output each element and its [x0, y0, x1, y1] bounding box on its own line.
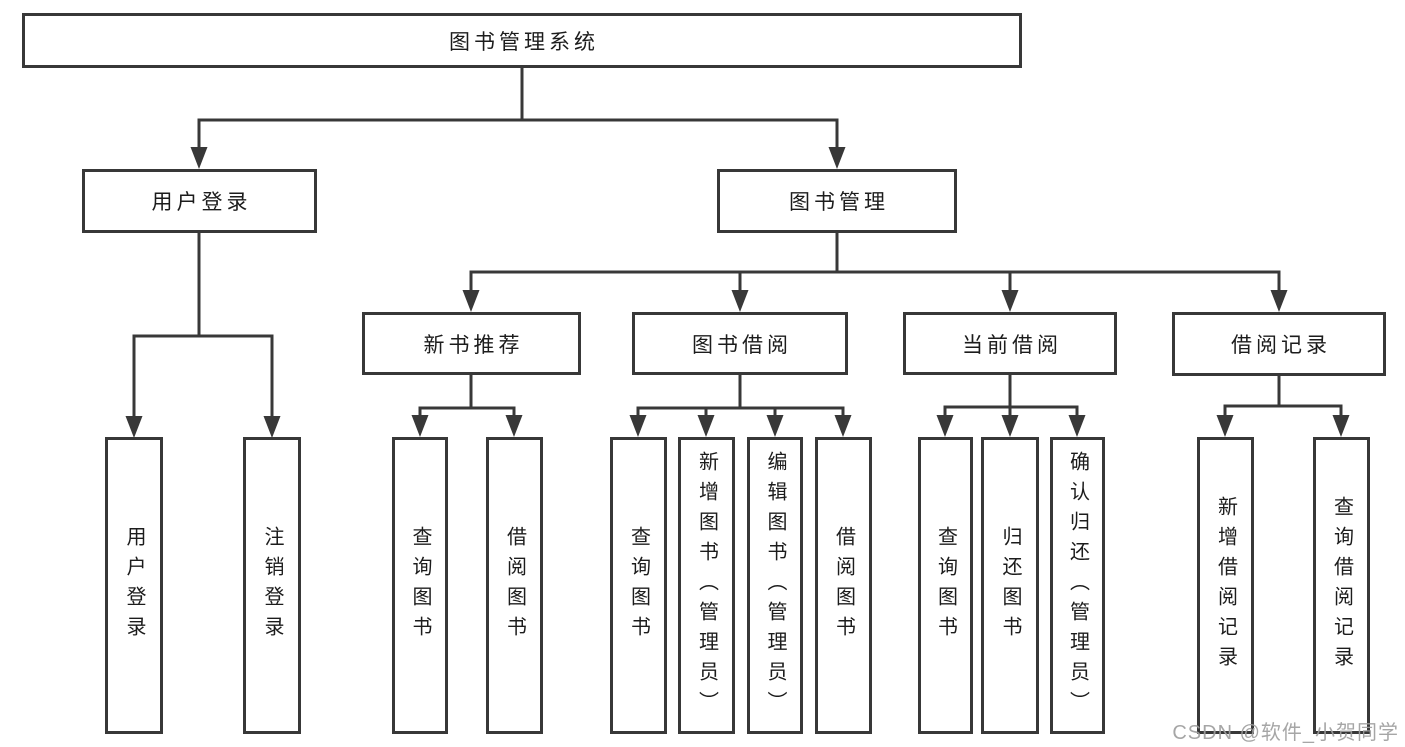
leaf-add-borrow-record-label: 新增借阅记录 [1214, 495, 1237, 676]
leaf-current-query-books: 查询图书 [918, 437, 973, 734]
leaf-borrowing-borrow-books-label: 借阅图书 [832, 525, 855, 646]
leaf-user-login: 用户登录 [105, 437, 163, 734]
node-user-login-group-label: 用户登录 [151, 191, 252, 214]
leaf-logout-label: 注销登录 [261, 525, 283, 646]
leaf-edit-books-admin-label: 编辑图书（管理员） [764, 450, 786, 721]
node-user-login-group: 用户登录 [82, 169, 317, 233]
leaf-recommend-borrow-books-label: 借阅图书 [503, 525, 526, 646]
leaf-confirm-return-admin: 确认归还（管理员） [1050, 437, 1105, 734]
leaf-recommend-borrow-books: 借阅图书 [486, 437, 543, 734]
leaf-recommend-query-books-label: 查询图书 [409, 525, 431, 646]
leaf-add-borrow-record: 新增借阅记录 [1197, 437, 1254, 734]
node-library-management-system: 图书管理系统 [22, 13, 1022, 68]
node-current-borrowing-label: 当前借阅 [962, 333, 1062, 357]
node-book-management-group-label: 图书管理 [789, 191, 889, 214]
node-new-book-recommend-label: 新书推荐 [423, 333, 524, 357]
leaf-confirm-return-admin-label: 确认归还（管理员） [1066, 450, 1089, 721]
leaf-user-login-label: 用户登录 [123, 525, 145, 646]
leaf-current-query-books-label: 查询图书 [934, 525, 957, 646]
arrowheads [125, 147, 1350, 438]
leaf-edit-books-admin: 编辑图书（管理员） [747, 437, 803, 734]
leaf-query-borrow-record-label: 查询借阅记录 [1330, 495, 1353, 676]
node-current-borrowing: 当前借阅 [903, 312, 1117, 375]
leaf-return-books: 归还图书 [981, 437, 1039, 734]
leaf-borrowing-query-books-label: 查询图书 [627, 525, 650, 646]
node-library-management-system-label: 图书管理系统 [449, 30, 599, 54]
node-book-borrowing: 图书借阅 [632, 312, 848, 375]
leaf-logout: 注销登录 [243, 437, 301, 734]
watermark-text: CSDN @软件_小贺同学 [1172, 722, 1399, 744]
leaf-query-borrow-record: 查询借阅记录 [1313, 437, 1370, 734]
node-borrowing-records: 借阅记录 [1172, 312, 1386, 376]
leaf-borrowing-query-books: 查询图书 [610, 437, 667, 734]
leaf-add-books-admin: 新增图书（管理员） [678, 437, 735, 734]
node-new-book-recommend: 新书推荐 [362, 312, 581, 375]
leaf-recommend-query-books: 查询图书 [392, 437, 448, 734]
node-book-management-group: 图书管理 [717, 169, 957, 233]
node-borrowing-records-label: 借阅记录 [1231, 334, 1331, 357]
leaf-return-books-label: 归还图书 [999, 525, 1021, 646]
leaf-add-books-admin-label: 新增图书（管理员） [695, 450, 718, 721]
leaf-borrowing-borrow-books: 借阅图书 [815, 437, 872, 734]
node-book-borrowing-label: 图书借阅 [692, 333, 792, 357]
